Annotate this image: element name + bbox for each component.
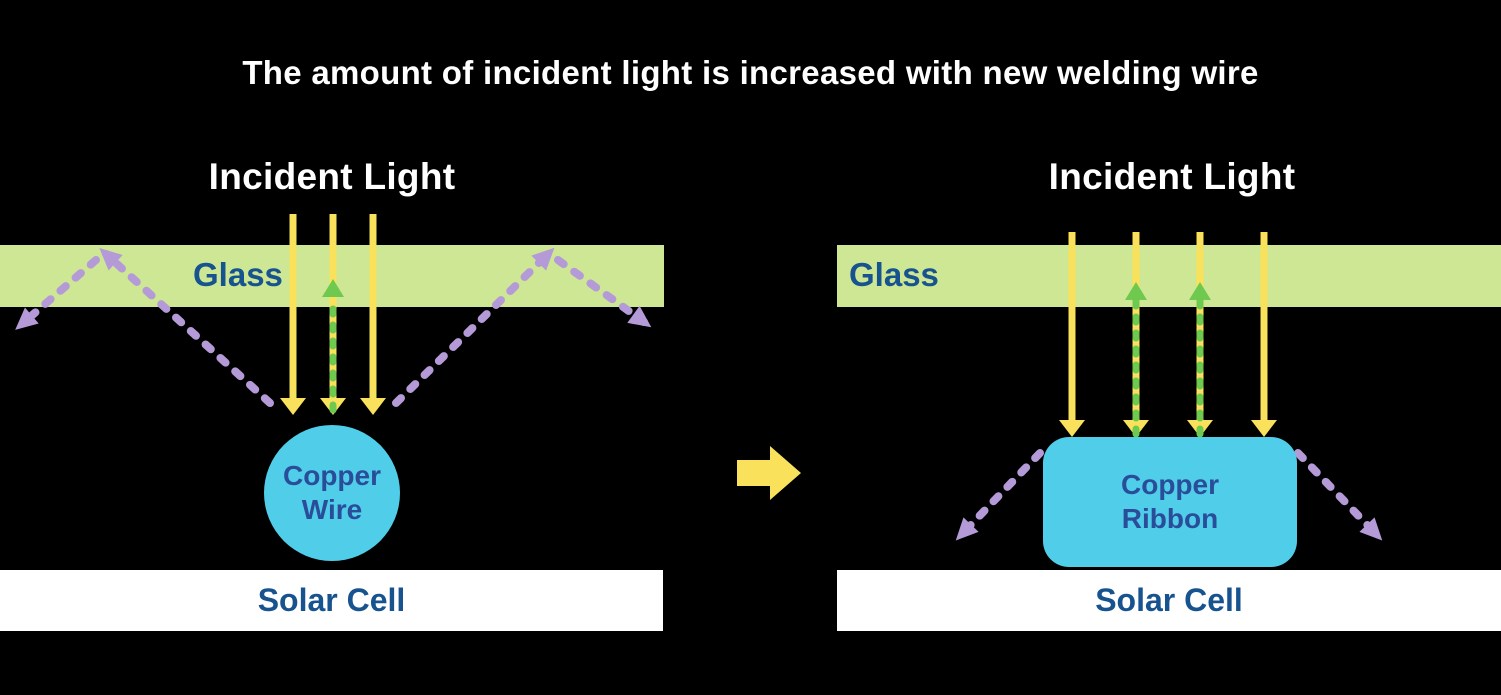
copper-ribbon-label-line2: Ribbon: [1121, 503, 1219, 534]
reflected-arrows-right: [1125, 282, 1211, 438]
copper-ribbon-label-line1: Copper: [1121, 468, 1219, 500]
purple-dashed-arrow-icon: [1294, 449, 1383, 541]
solar-cell-left: Solar Cell: [0, 570, 663, 631]
purple-dashed-arrow-icon: [99, 247, 274, 407]
scattered-arrows-right: [955, 449, 1383, 541]
solar-cell-label-left: Solar Cell: [257, 582, 406, 618]
incident-light-label-right: Incident Light: [1048, 156, 1296, 197]
purple-dashed-arrow-icon: [554, 256, 652, 328]
yellow-down-arrowhead-icon: [1059, 420, 1085, 437]
yellow-down-arrowhead-icon: [1251, 420, 1277, 437]
copper-wire: Copper Wire: [264, 425, 400, 561]
reflected-arrows-left: [322, 279, 344, 414]
glass-label-left: Glass: [193, 256, 283, 293]
purple-dashed-arrow-icon: [955, 449, 1044, 541]
glass-label-right: Glass: [849, 256, 939, 293]
diagram-title: The amount of incident light is increase…: [242, 54, 1259, 91]
incident-light-label-left: Incident Light: [208, 156, 456, 197]
solar-cell-label-right: Solar Cell: [1095, 582, 1243, 618]
copper-ribbon: Copper Ribbon: [1043, 437, 1297, 567]
scattered-arrows-left: [15, 247, 652, 407]
yellow-down-arrowhead-icon: [360, 398, 386, 415]
copper-wire-label-line1: Copper: [283, 459, 381, 491]
green-up-arrowhead-icon: [322, 279, 344, 297]
solar-cell-right: Solar Cell: [837, 570, 1501, 631]
incident-arrows-right: [1059, 232, 1277, 437]
purple-dashed-arrow-icon: [15, 256, 100, 330]
purple-dashed-arrow-icon: [392, 247, 555, 407]
transition-right-arrow-icon: [737, 446, 801, 500]
glass-band-right: Glass: [837, 245, 1501, 307]
green-up-arrowhead-icon: [1125, 282, 1147, 300]
copper-wire-label-line2: Wire: [301, 494, 363, 525]
green-up-arrowhead-icon: [1189, 282, 1211, 300]
yellow-down-arrowhead-icon: [280, 398, 306, 415]
